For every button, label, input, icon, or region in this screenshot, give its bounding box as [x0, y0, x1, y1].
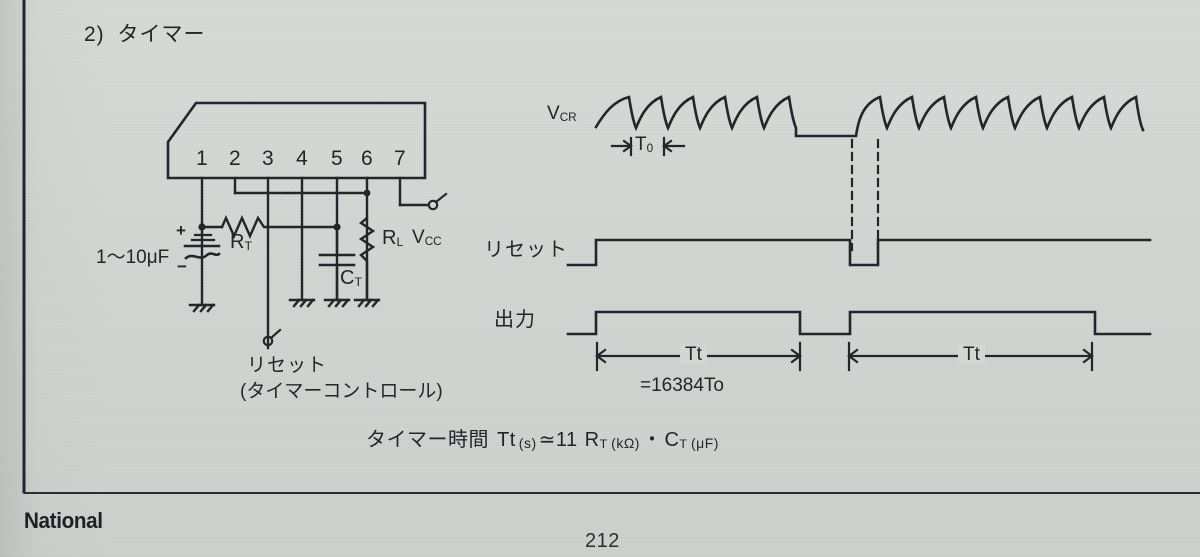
formula-variable-unit: (s)	[518, 434, 537, 451]
formula-c-unit: (μF)	[691, 434, 719, 451]
formula-r-symbol: R	[584, 429, 600, 451]
vcr-waveform	[594, 95, 1145, 138]
ground-symbols	[188, 298, 381, 313]
ic-package-outline	[166, 101, 427, 180]
tt-label-left: Tt	[680, 345, 707, 364]
input-capacitor-unit: μF	[146, 247, 170, 268]
pin-label-2: 2	[229, 147, 241, 170]
formula-c-symbol: C	[664, 429, 680, 451]
ground-ct	[323, 298, 351, 308]
reference-dashed-lines	[850, 138, 880, 252]
vcr-subscript: CR	[559, 111, 577, 125]
footer-divider	[24, 492, 1200, 494]
to-dimension	[610, 136, 686, 157]
pin-label-5: 5	[331, 147, 343, 170]
rt-label: RT	[230, 232, 252, 253]
formula-approx: ≃	[538, 429, 556, 451]
rt-symbol: R	[230, 231, 245, 253]
ground-rl	[353, 298, 381, 308]
cap-in-plate-bottom-curved	[184, 252, 221, 260]
vcr-symbol: V	[547, 103, 560, 124]
reset-terminal-circle	[262, 335, 274, 347]
ground-pin4	[288, 298, 316, 308]
vcc-symbol: V	[412, 227, 425, 248]
input-capacitor-value: 1～10μF	[96, 248, 169, 267]
ct-subscript: T	[354, 275, 363, 290]
publisher-logo: National	[24, 508, 103, 533]
formula-c-subscript: T	[679, 437, 687, 452]
rt-subscript: T	[244, 239, 253, 254]
to-label: T0	[635, 135, 653, 155]
formula-coefficient: 11	[555, 429, 578, 451]
capacitor-polarity-plus: +	[176, 221, 186, 240]
vcc-terminal-arrow	[434, 192, 448, 204]
reset-terminal-label: リセット	[247, 355, 328, 376]
reset-terminal-arrow	[269, 328, 282, 340]
rt-zigzag	[220, 215, 270, 239]
pin-label-1: 1	[196, 147, 208, 170]
vcc-label: VCC	[412, 228, 442, 248]
tt-equation: =16384To	[640, 375, 724, 396]
rl-symbol: R	[382, 227, 397, 249]
rl-zigzag	[358, 216, 376, 302]
reset-terminal-sublabel: (タイマーコントロール)	[240, 381, 443, 402]
page-number: 212	[585, 530, 620, 552]
tt-label-right: Tt	[958, 345, 985, 364]
output-waveform-label: 出力	[494, 309, 536, 331]
rl-subscript: L	[396, 235, 404, 250]
section-title: タイマー	[117, 23, 206, 46]
section-number: 2)	[84, 23, 105, 46]
ground-pin1	[188, 303, 216, 313]
vcc-terminal-circle	[427, 199, 439, 211]
rl-label: RL	[382, 228, 403, 249]
reset-waveform-label: リセット	[484, 239, 568, 261]
formula-variable: Tt	[497, 429, 516, 451]
formula-r-unit: (kΩ)	[611, 434, 640, 451]
formula-dot: ・	[641, 429, 663, 451]
vcc-subscript: CC	[424, 235, 442, 249]
junction-dot-pin1	[198, 223, 206, 231]
pin-label-7: 7	[394, 147, 406, 170]
section-heading: 2) タイマー	[84, 24, 206, 45]
pin-label-4: 4	[296, 147, 308, 170]
to-subscript: 0	[646, 142, 654, 156]
pin-label-6: 6	[361, 147, 373, 170]
ct-label: CT	[340, 268, 362, 289]
pin-label-3: 3	[262, 147, 274, 170]
reset-waveform	[566, 238, 1152, 267]
capacitor-polarity-minus: −	[177, 257, 187, 276]
vcr-label: VCR	[547, 104, 577, 124]
formula-prefix: タイマー時間	[366, 429, 489, 451]
input-capacitor-range: 1～10	[96, 247, 147, 268]
ct-symbol: C	[340, 267, 355, 289]
to-symbol: T	[635, 134, 647, 155]
formula-r-subscript: T	[599, 437, 608, 452]
output-waveform	[566, 310, 1152, 336]
junction-dot-pin6	[363, 189, 371, 197]
